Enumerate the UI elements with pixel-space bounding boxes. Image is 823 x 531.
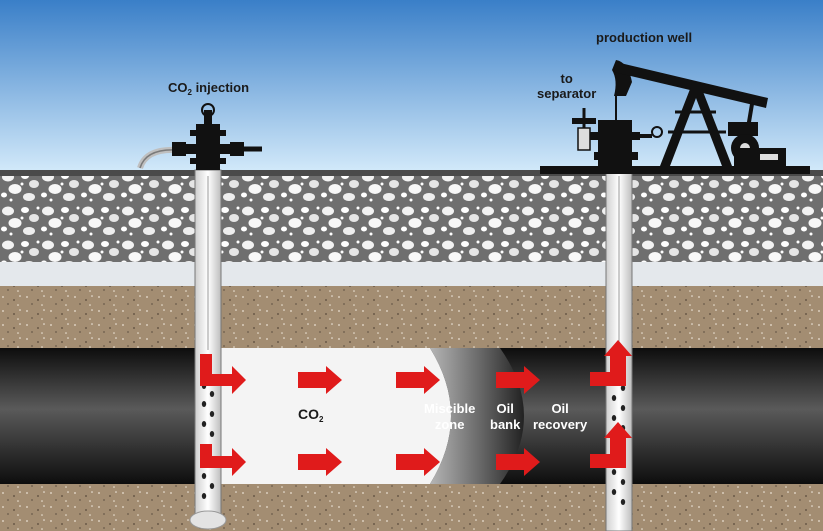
flow-arrow-icon	[200, 354, 246, 394]
oil-recovery-label: Oil recovery	[533, 401, 587, 433]
flow-arrow-icon	[590, 340, 632, 386]
flow-arrow-icon	[496, 366, 540, 394]
co2-injection-subscript: 2	[187, 88, 192, 97]
oil-recovery-line2: recovery	[533, 417, 588, 432]
production-well-label: production well	[596, 30, 693, 45]
co2-zone-subscript: 2	[319, 415, 324, 424]
sand-layer-upper	[0, 286, 823, 348]
injection-wellhead-icon	[137, 103, 262, 170]
to-label: to	[560, 71, 573, 86]
flow-arrow-icon	[590, 422, 632, 468]
oil-bank-line1: Oil	[496, 401, 514, 416]
miscible-line2: zone	[434, 417, 465, 432]
injection-perforations	[201, 383, 215, 499]
flow-arrow-icon	[200, 444, 246, 476]
flow-arrow-icon	[396, 366, 440, 394]
miscible-zone-label: Miscible zone	[424, 401, 475, 433]
oil-bank-label: Oil bank	[490, 401, 520, 433]
co2-zone	[208, 348, 451, 484]
sand-layer-lower	[0, 484, 823, 531]
co2-zone-label: CO2	[298, 406, 323, 424]
oil-recovery-line1: Oil	[551, 401, 569, 416]
co2-injection-prefix: CO	[168, 80, 188, 95]
oil-bank-line2: bank	[490, 417, 521, 432]
flow-arrow-icon	[396, 448, 440, 476]
separator-label: separator	[537, 86, 597, 101]
flow-arrow-icon	[298, 366, 342, 394]
gravel-layer	[0, 176, 823, 262]
injection-well-bottom	[189, 510, 227, 530]
to-separator-label: to separator	[537, 71, 596, 101]
flow-arrow-icon	[496, 448, 540, 476]
co2-injection-suffix: injection	[191, 80, 250, 95]
pumpjack-icon	[540, 60, 810, 174]
co2-injection-label: CO2 injection	[168, 80, 249, 97]
co2-zone-main: CO	[298, 406, 319, 422]
flow-arrows	[200, 340, 632, 476]
miscible-line1: Miscible	[424, 401, 476, 416]
white-sand-layer	[0, 262, 823, 286]
flow-arrow-icon	[298, 448, 342, 476]
surface-line	[0, 170, 823, 176]
production-wellhead-icon	[572, 108, 663, 170]
